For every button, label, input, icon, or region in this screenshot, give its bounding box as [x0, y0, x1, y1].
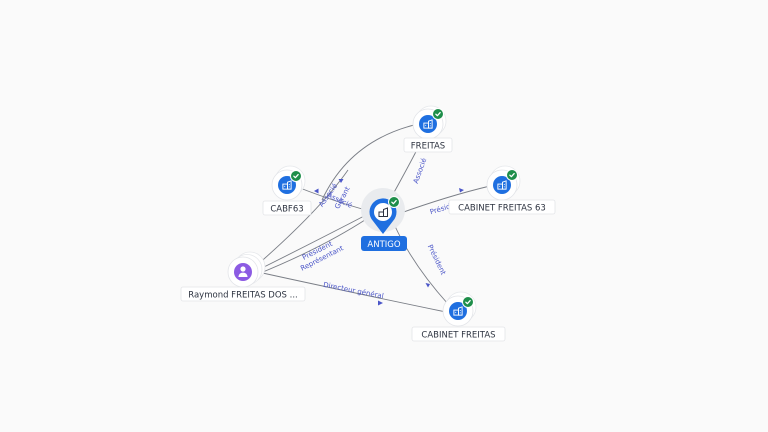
node-icon-circle: [234, 263, 252, 281]
arrowhead: [338, 179, 344, 183]
node-cabf63[interactable]: CABF63: [262, 165, 312, 216]
verified-badge: [388, 196, 400, 208]
node-antigo[interactable]: ANTIGO: [361, 188, 407, 251]
node-label-box: [180, 286, 306, 302]
node-label: CABF63: [270, 205, 303, 215]
node-label: Raymond FREITAS DOS ...: [188, 291, 297, 301]
node-label-box: [411, 326, 506, 342]
edges: [255, 123, 491, 313]
edge-raymond-antigo-representant[interactable]: [257, 217, 369, 275]
edge-raymond-antigo-president[interactable]: [257, 213, 369, 271]
arrowhead: [314, 188, 319, 194]
arrowhead: [378, 300, 383, 306]
edge-raymond-cabinet-freitas[interactable]: [257, 271, 447, 313]
verified-badge: [432, 108, 444, 120]
verified-badge: [506, 169, 518, 181]
node-label: CABINET FREITAS: [421, 331, 495, 341]
edge-antigo-cabinet-freitas[interactable]: [393, 223, 449, 305]
person-icon: [238, 266, 248, 277]
edge-antigo-cabinet-freitas-63[interactable]: [397, 185, 491, 215]
edge-label: Directeur général: [323, 281, 385, 301]
node-label: FREITAS: [411, 142, 445, 152]
building-icon: [378, 207, 388, 217]
node-label: CABINET FREITAS 63: [458, 204, 546, 214]
node-label-box: [403, 137, 453, 153]
node-raymond[interactable]: Raymond FREITAS DOS ...: [180, 251, 306, 302]
arrowhead: [459, 188, 464, 193]
edge-label: Président: [426, 243, 448, 276]
node-label: ANTIGO: [367, 240, 400, 250]
node-freitas[interactable]: FREITAS: [403, 105, 453, 153]
node-label-box: [262, 200, 312, 216]
node-label-box: [448, 199, 556, 215]
node-cabinet-freitas[interactable]: CABINET FREITAS: [411, 291, 506, 342]
edge-cabf63-antigo[interactable]: [299, 187, 367, 211]
arrowhead: [425, 283, 430, 288]
verified-badge: [290, 170, 302, 182]
node-cabinet-freitas-63[interactable]: CABINET FREITAS 63: [448, 165, 556, 215]
node-label-box: [361, 236, 407, 251]
verified-badge: [462, 296, 474, 308]
edge-cabf63-freitas[interactable]: [321, 123, 419, 201]
edge-label: Associé: [412, 157, 429, 185]
